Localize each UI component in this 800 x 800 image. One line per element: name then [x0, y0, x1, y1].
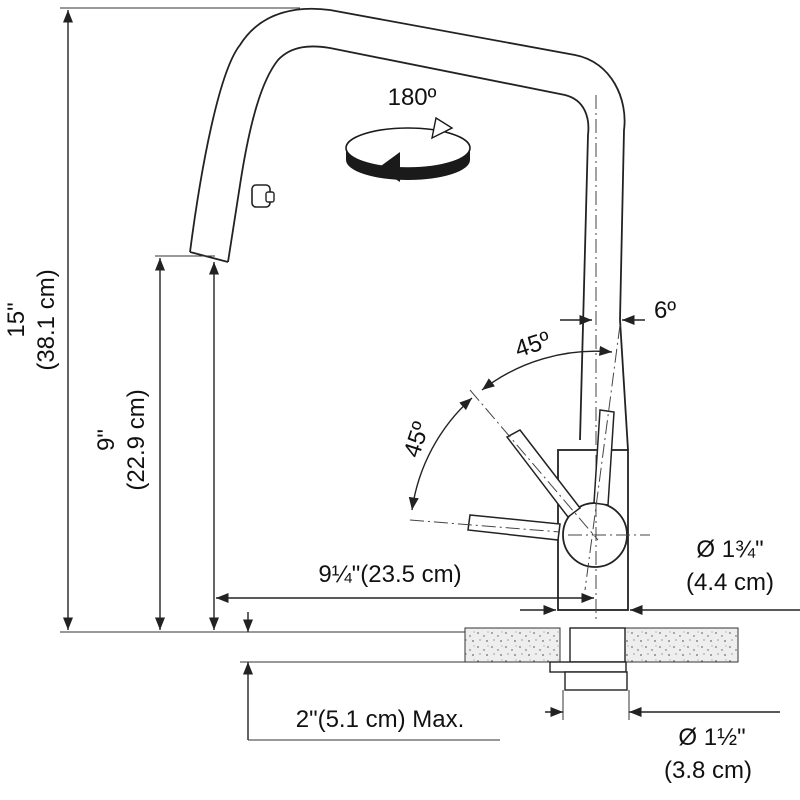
- spout-height-cm-label: (22.9 cm): [123, 389, 150, 490]
- base-diameter-cm-label: (4.4 cm): [686, 569, 774, 596]
- angle-arcs: [408, 314, 645, 511]
- height-dimension-total: [60, 7, 300, 630]
- shank-diameter-cm-label: (3.8 cm): [664, 757, 752, 784]
- rotation-arrow-icon: [345, 116, 471, 182]
- shank-diameter-inch-label: Ø 1½": [678, 724, 745, 751]
- spout-height-inch-label: 9": [93, 429, 120, 451]
- shank-diameter-dimension: [545, 690, 780, 720]
- total-height-cm-label: (38.1 cm): [33, 269, 60, 370]
- base-diameter-inch-label: Ø 1¾": [696, 536, 763, 563]
- faucet-body: [189, 7, 650, 691]
- deck-thickness-label: 2"(5.1 cm) Max.: [296, 706, 465, 733]
- rotation-label: 180º: [388, 84, 437, 111]
- shank: [569, 627, 626, 663]
- countertop: [60, 627, 739, 663]
- handle-positions: [409, 324, 621, 591]
- handle-angle-small-label: 6º: [654, 297, 676, 324]
- height-dimension-spout: [154, 255, 220, 630]
- deck-thickness-dimension: [242, 612, 500, 741]
- total-height-inch-label: 15": [3, 302, 30, 337]
- reach-label: 9¼"(23.5 cm): [318, 561, 461, 588]
